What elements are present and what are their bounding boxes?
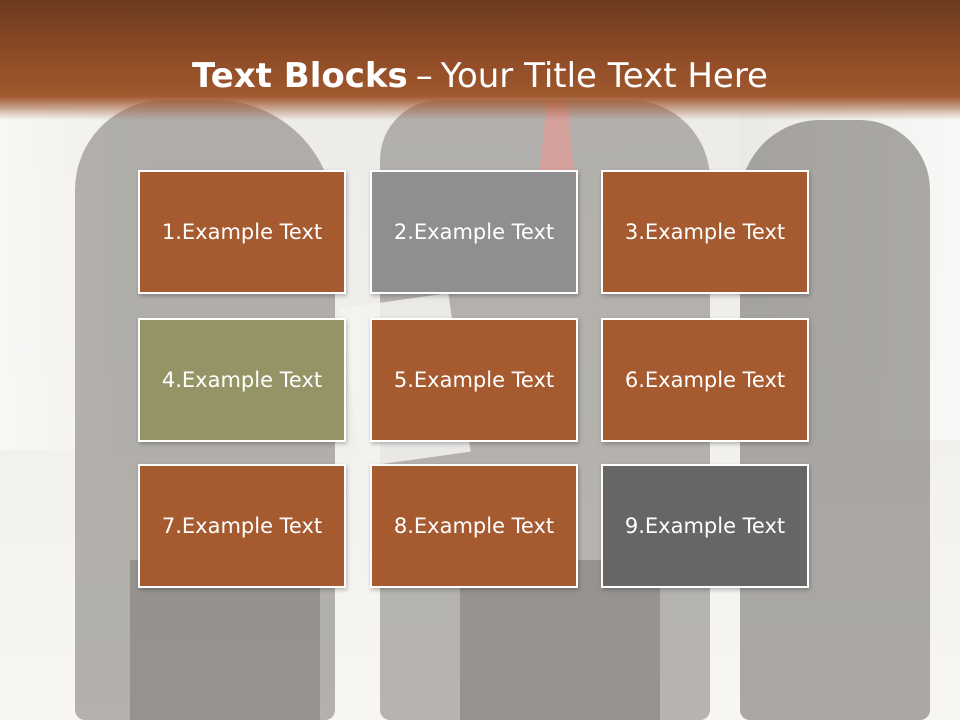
title-bold: Text Blocks: [192, 56, 408, 96]
text-block-4[interactable]: 4.Example Text: [138, 318, 346, 442]
title-banner: [0, 0, 960, 120]
text-block-2[interactable]: 2.Example Text: [370, 170, 578, 294]
text-block-label: 7.Example Text: [161, 514, 323, 538]
text-block-8[interactable]: 8.Example Text: [370, 464, 578, 588]
text-block-1[interactable]: 1.Example Text: [138, 170, 346, 294]
text-block-label: 4.Example Text: [161, 368, 323, 392]
text-block-9[interactable]: 9.Example Text: [601, 464, 809, 588]
text-block-label: 6.Example Text: [624, 368, 786, 392]
text-block-label: 3.Example Text: [624, 220, 786, 244]
text-block-label: 2.Example Text: [393, 220, 555, 244]
title-separator: –: [415, 56, 433, 96]
text-block-7[interactable]: 7.Example Text: [138, 464, 346, 588]
text-block-label: 9.Example Text: [624, 514, 786, 538]
text-block-5[interactable]: 5.Example Text: [370, 318, 578, 442]
title-rest: Your Title Text Here: [440, 56, 768, 96]
text-block-6[interactable]: 6.Example Text: [601, 318, 809, 442]
text-block-label: 1.Example Text: [161, 220, 323, 244]
text-block-label: 8.Example Text: [393, 514, 555, 538]
slide-title: Text Blocks–Your Title Text Here: [0, 54, 960, 98]
text-block-label: 5.Example Text: [393, 368, 555, 392]
text-block-3[interactable]: 3.Example Text: [601, 170, 809, 294]
